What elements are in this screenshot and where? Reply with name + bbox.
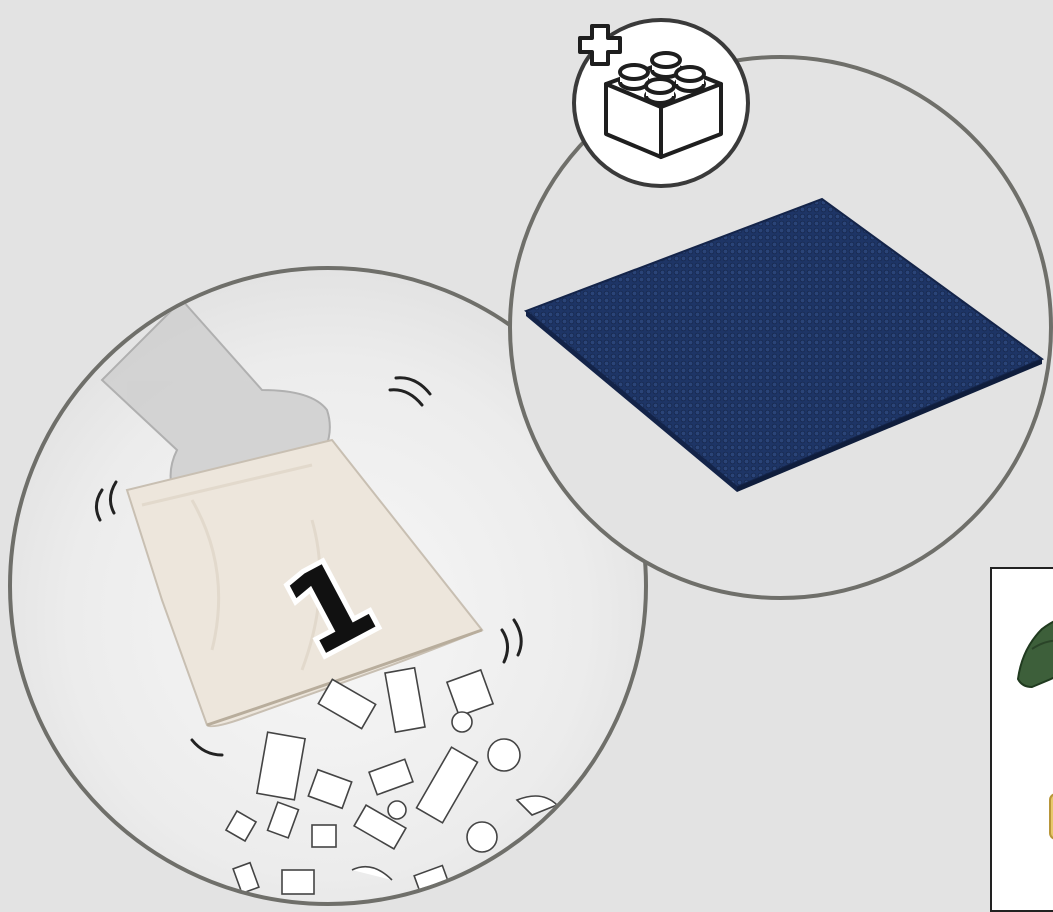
plus-icon [580,26,620,64]
add-part-badge [572,18,750,188]
blue-baseplate [526,199,1042,487]
parts-list-panel [990,567,1053,912]
brick-icon [606,53,721,157]
plus-brick-icon [576,22,746,184]
green-part-icon [1018,618,1053,687]
parts-list-items [992,569,1053,912]
